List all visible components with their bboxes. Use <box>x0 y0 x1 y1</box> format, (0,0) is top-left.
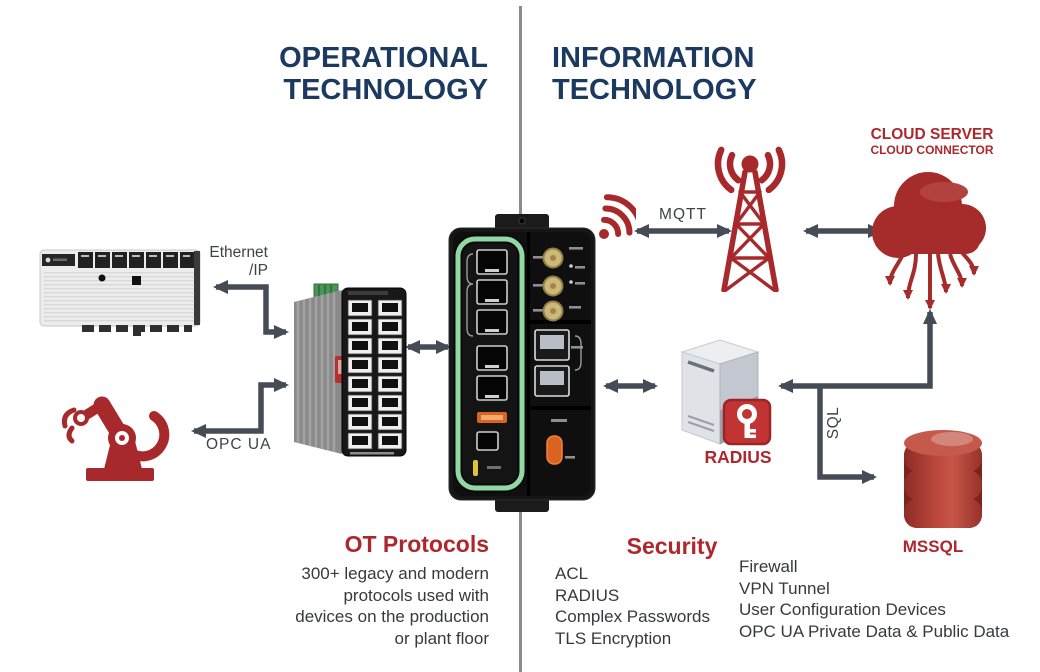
plc-controller-icon <box>39 249 201 336</box>
cloud-server-title: CLOUD SERVER <box>870 126 994 143</box>
cloud-server-label: CLOUD SERVER CLOUD CONNECTOR <box>847 126 1017 157</box>
it-feature-item: VPN Tunnel <box>739 578 830 598</box>
it-features-list: Firewall VPN Tunnel User Configuration D… <box>739 556 1019 642</box>
radius-cloud-connector <box>778 309 937 393</box>
ot-title: OPERATIONAL TECHNOLOGY <box>238 42 488 106</box>
key-icon <box>722 398 772 446</box>
security-heading: Security <box>626 533 718 559</box>
robot-arm-icon <box>61 396 170 481</box>
ethernet-ip-line1: Ethernet <box>209 244 268 261</box>
security-item: TLS Encryption <box>555 628 672 648</box>
ot-protocols-line: devices on the production <box>295 607 489 626</box>
ethernet-switch-icon <box>294 283 407 457</box>
opc-ua-label: OPC UA <box>206 436 272 453</box>
cell-tower-icon <box>714 146 786 292</box>
ethernet-ip-line2: /IP <box>249 262 268 279</box>
robot-switch-connector <box>191 378 289 438</box>
wifi-signal-icon <box>599 194 636 239</box>
it-title-line2: TECHNOLOGY <box>552 74 757 106</box>
it-feature-item: OPC UA Private Data & Public Data <box>739 621 1010 641</box>
ot-protocols-heading: OT Protocols <box>344 531 489 557</box>
ot-title-line2: TECHNOLOGY <box>283 74 488 106</box>
gateway-device-icon <box>448 214 596 512</box>
security-item: Complex Passwords <box>555 607 710 626</box>
cloud-connector-subtitle: CLOUD CONNECTOR <box>870 143 994 157</box>
it-feature-item: Firewall <box>739 557 798 576</box>
ethernet-ip-label: Ethernet /IP <box>168 244 268 280</box>
radius-server-icon <box>680 339 772 446</box>
ot-protocols-line: or plant floor <box>394 628 490 648</box>
security-list: ACL RADIUS Complex Passwords TLS Encrypt… <box>555 563 755 649</box>
security-item: RADIUS <box>555 585 620 605</box>
mqtt-label: MQTT <box>659 206 707 223</box>
radius-label: RADIUS <box>704 447 772 467</box>
plc-switch-connector <box>213 280 289 339</box>
mssql-label: MSSQL <box>902 537 964 556</box>
ot-protocols-line: protocols used with <box>343 585 489 605</box>
mssql-database-icon <box>904 430 982 528</box>
sql-label: SQL <box>825 406 842 440</box>
sql-branch-connector <box>817 386 877 484</box>
ot-title-line1: OPERATIONAL <box>279 42 488 74</box>
it-title-line1: INFORMATION <box>552 42 755 74</box>
ot-protocols-line: 300+ legacy and modern <box>301 564 489 583</box>
cloud-connector-icon <box>872 172 986 310</box>
security-item: ACL <box>555 564 589 583</box>
it-title: INFORMATION TECHNOLOGY <box>552 42 812 106</box>
ot-protocols-section: OT Protocols 300+ legacy and modern prot… <box>249 530 489 649</box>
it-feature-item: User Configuration Devices <box>739 600 946 619</box>
